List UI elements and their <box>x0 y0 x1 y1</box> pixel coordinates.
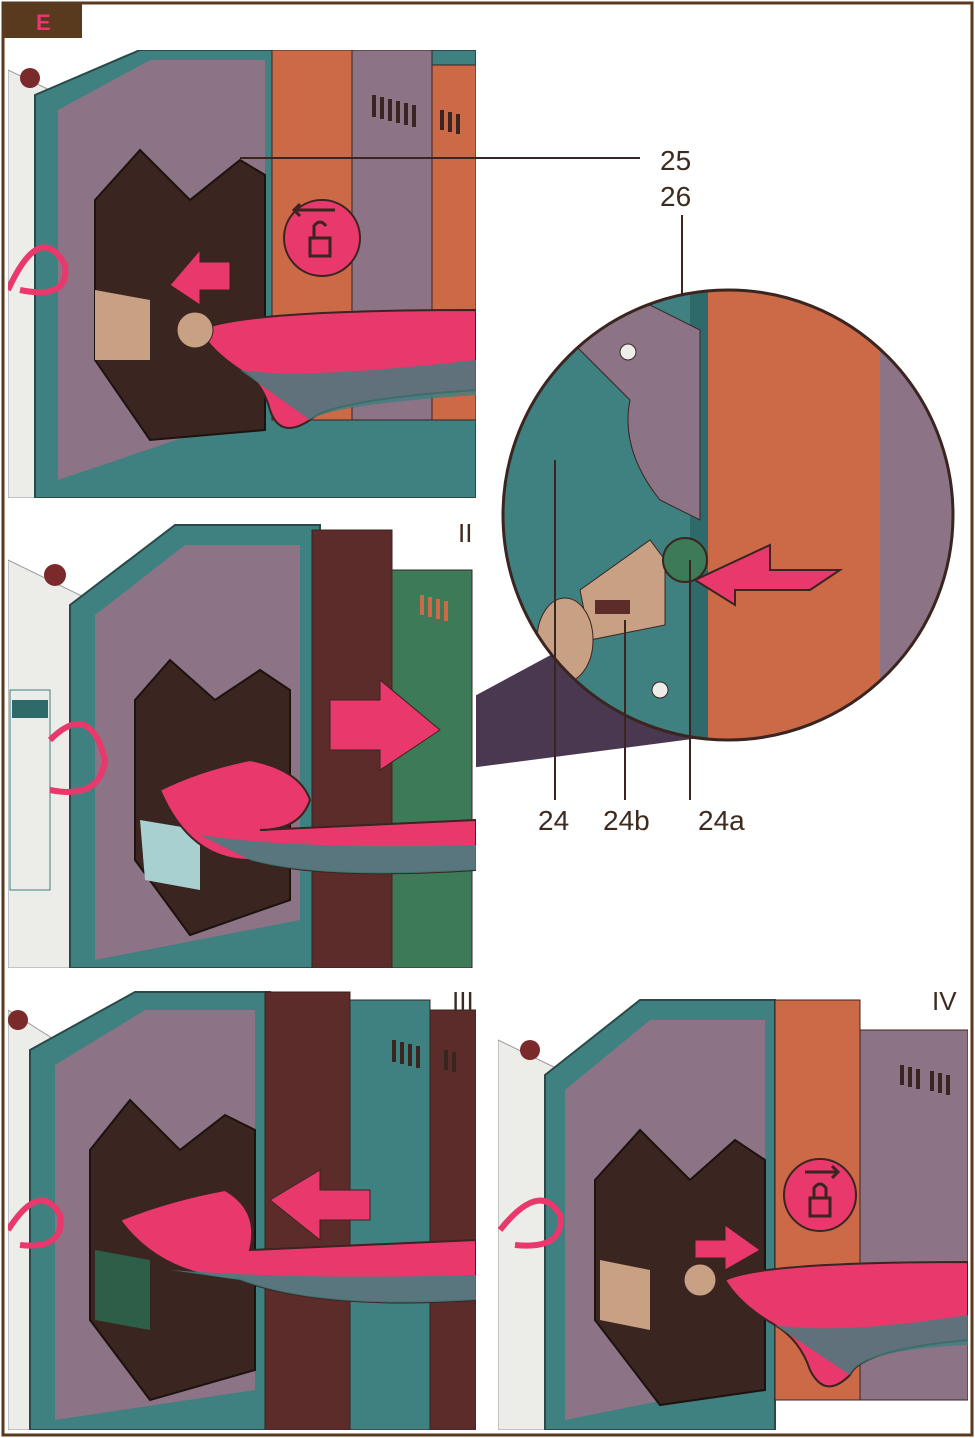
callout-24b: 24b <box>603 805 650 836</box>
panel-step-3: III <box>8 986 476 1430</box>
lock-icon <box>784 1159 856 1231</box>
callout-24: 24 <box>538 805 569 836</box>
panel-step-4: IV <box>498 986 968 1430</box>
section-tab-letter: E <box>36 10 51 35</box>
unlock-icon <box>284 200 360 276</box>
section-tab: E <box>4 4 82 38</box>
panel-step-2: II <box>8 518 476 968</box>
callout-25: 25 <box>660 145 691 176</box>
callout-26: 26 <box>660 181 691 212</box>
step-label-2: II <box>458 518 472 548</box>
step-label-4: IV <box>932 986 957 1016</box>
step-label-3: III <box>452 986 474 1016</box>
callout-24a: 24a <box>698 805 745 836</box>
